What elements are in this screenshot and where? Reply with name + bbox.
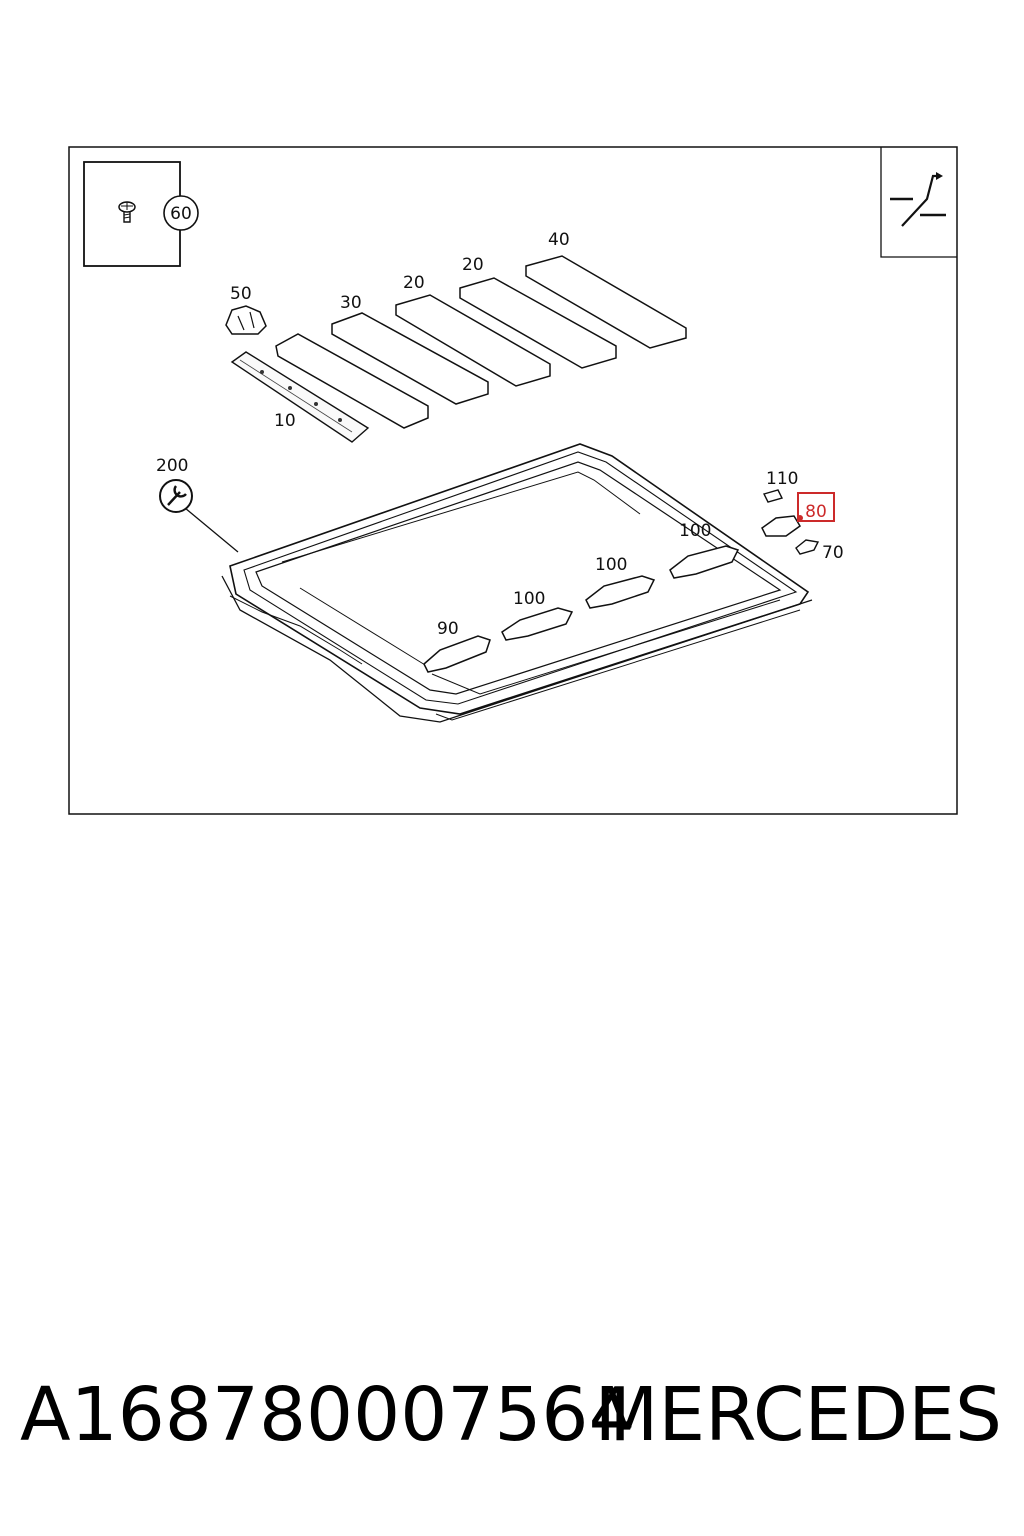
callout-70: 70 xyxy=(822,543,844,563)
guide-rail-100a xyxy=(501,607,574,641)
callout-20a: 20 xyxy=(403,273,425,293)
detail-callout-circle xyxy=(163,195,199,231)
clip-50 xyxy=(225,305,267,335)
callout-100c: 100 xyxy=(679,521,711,541)
detail-inset: 60 xyxy=(83,161,199,267)
callout-100a: 100 xyxy=(513,589,545,609)
part-80 xyxy=(761,515,801,537)
glass-panel-20b xyxy=(459,277,617,369)
callout-30: 30 xyxy=(340,293,362,313)
highlight-box-80 xyxy=(797,492,835,522)
roof-panel-10-strip xyxy=(230,351,370,443)
glass-panel-40 xyxy=(525,255,687,349)
leader-200 xyxy=(184,507,239,553)
brand-name: MERCEDES xyxy=(594,1372,1002,1458)
glass-panel-a xyxy=(275,333,429,429)
diagram-frame xyxy=(68,146,958,815)
guide-rail-100b xyxy=(585,575,656,609)
sunroof-symbol-icon xyxy=(880,147,957,258)
glass-panel-30 xyxy=(331,312,489,405)
screw-icon xyxy=(118,201,136,223)
guide-rail-90 xyxy=(423,635,491,673)
callout-50: 50 xyxy=(230,284,252,304)
sunroof-frame xyxy=(221,443,813,723)
callout-10: 10 xyxy=(274,411,296,431)
wrench-icon xyxy=(159,479,193,513)
callout-60: 60 xyxy=(170,204,192,224)
guide-rail-100c xyxy=(669,545,740,579)
glass-panel-20a xyxy=(395,294,551,387)
callout-80: 80 xyxy=(805,502,827,522)
callout-90: 90 xyxy=(437,619,459,639)
part-110 xyxy=(762,489,784,503)
callout-20b: 20 xyxy=(462,255,484,275)
part-number: A168780007564 xyxy=(20,1372,636,1458)
part-70 xyxy=(795,539,820,555)
callout-110: 110 xyxy=(766,469,798,489)
callout-200: 200 xyxy=(156,456,188,476)
callout-40: 40 xyxy=(548,230,570,250)
callout-100b: 100 xyxy=(595,555,627,575)
